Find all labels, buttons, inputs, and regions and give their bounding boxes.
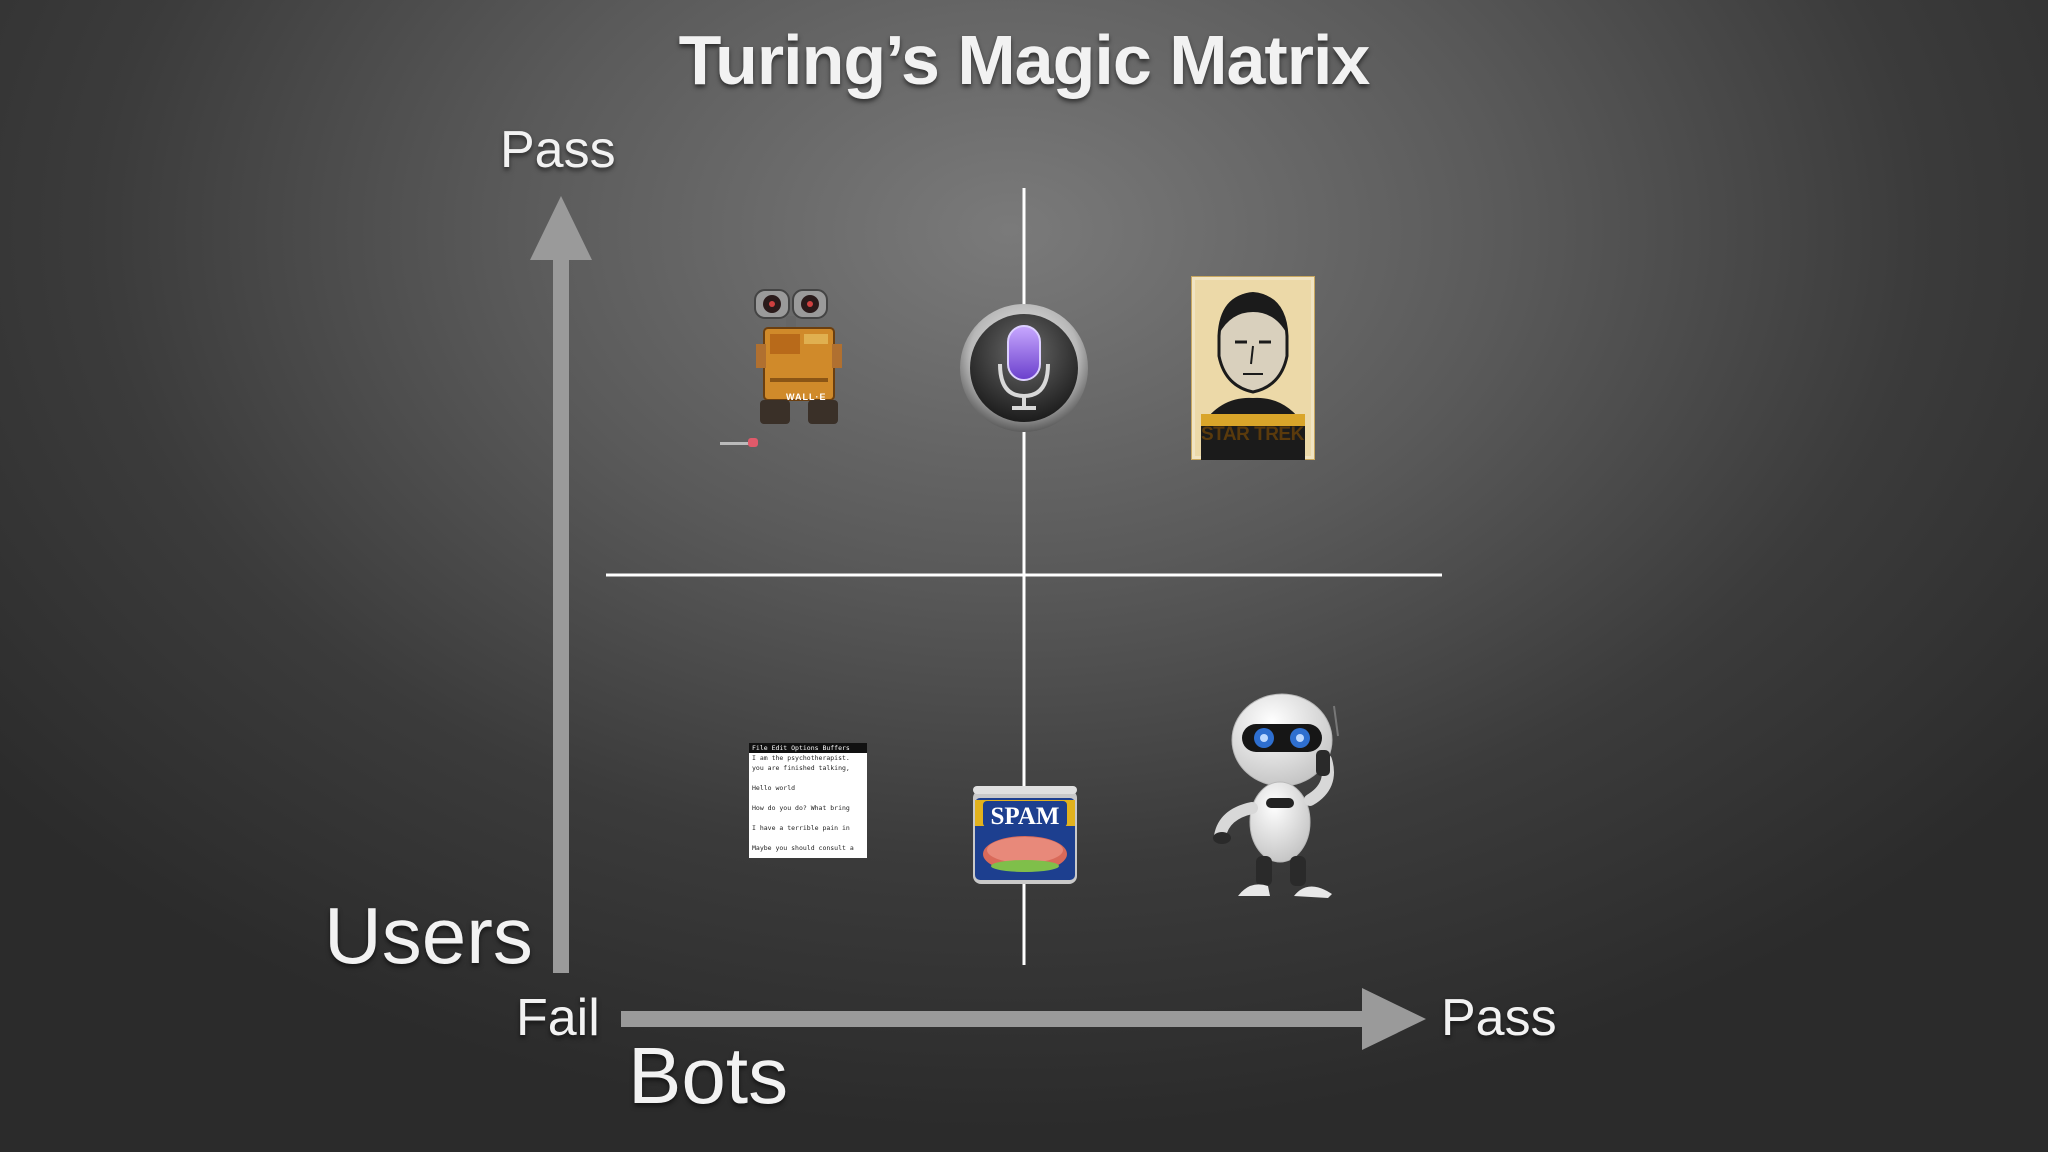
eliza-line (749, 773, 867, 783)
eliza-line: Maybe you should consult a (749, 843, 867, 853)
eliza-line: you are finished talking, (749, 763, 867, 773)
walle-robot-icon (700, 282, 900, 452)
eliza-line: I am the psychotherapist. (749, 753, 867, 763)
x-axis-arrow (621, 988, 1426, 1050)
eliza-line: I have a terrible pain in (749, 823, 867, 833)
white-robot-icon (1208, 690, 1358, 902)
eliza-line: How do you do? What bring (749, 803, 867, 813)
eliza-line (749, 833, 867, 843)
eliza-line: Hello world (749, 783, 867, 793)
spam-can-icon (971, 786, 1079, 888)
eliza-line (749, 793, 867, 803)
eliza-line (749, 813, 867, 823)
walle-badge: WALL·E (786, 392, 827, 402)
spam-label: SPAM (973, 803, 1077, 831)
star-trek-logo: STAR TREK (1201, 424, 1304, 446)
eliza-terminal-icon: File Edit Options Buffers I am the psych… (749, 743, 867, 858)
eliza-menu-bar: File Edit Options Buffers (749, 743, 867, 753)
y-axis-arrow (530, 196, 592, 973)
siri-microphone-icon (958, 302, 1090, 434)
